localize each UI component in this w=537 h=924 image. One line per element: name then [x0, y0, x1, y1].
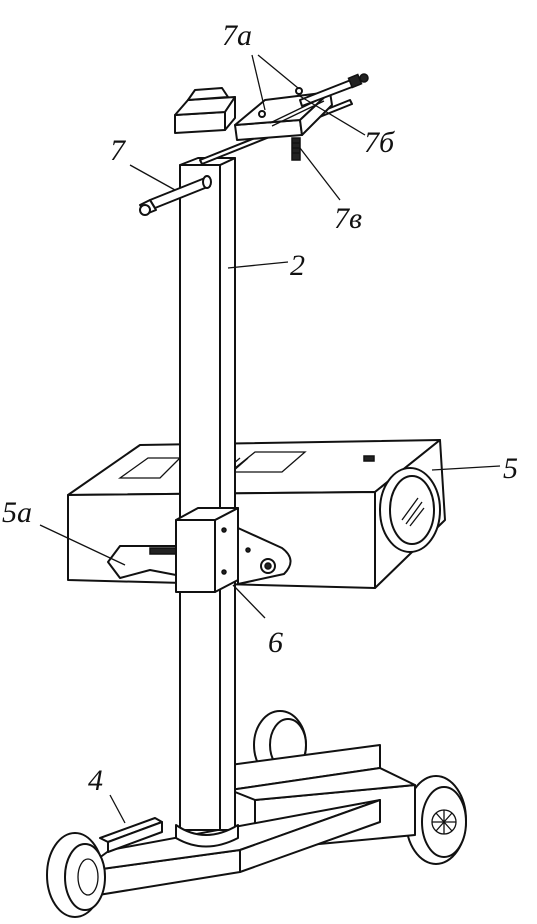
wheel-front-right: [405, 775, 467, 865]
rod-7b: [299, 73, 369, 107]
label-2: 2: [290, 249, 305, 282]
lens: [379, 467, 441, 553]
bracket-7: [139, 175, 212, 216]
label-5a: 5а: [2, 496, 32, 529]
label-6: 6: [268, 626, 283, 659]
carriage-6: [175, 507, 292, 593]
level-block: [174, 87, 236, 134]
label-7a: 7а: [222, 19, 252, 52]
screw-7v: [291, 137, 301, 161]
labels: 7а 7б 7в 7 2 5 5а 6 4: [2, 19, 518, 797]
wheel-front-left: [46, 832, 106, 918]
label-5: 5: [503, 452, 518, 485]
column-2: [175, 157, 239, 848]
leader-lines: [39, 54, 501, 824]
label-4: 4: [88, 764, 103, 797]
wheel-bracket-4: [99, 817, 163, 853]
label-7v: 7в: [334, 202, 362, 235]
top-assembly: [139, 73, 369, 216]
label-7: 7: [110, 134, 127, 167]
label-7b: 7б: [364, 126, 395, 159]
base-cart: [46, 710, 467, 918]
